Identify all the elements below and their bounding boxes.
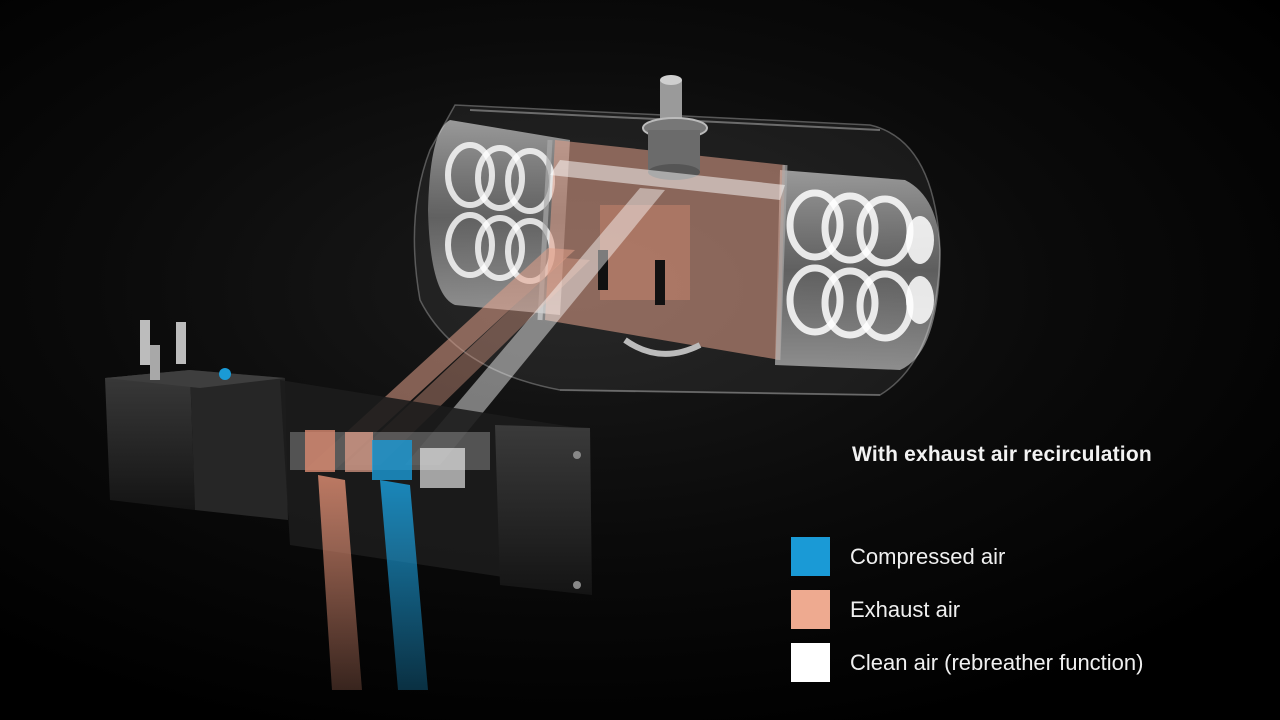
legend-item-clean-air: Clean air (rebreather function) — [791, 643, 1211, 682]
legend-label: Clean air (rebreather function) — [850, 649, 1144, 675]
outlet-pipes — [318, 475, 428, 690]
legend: Compressed air Exhaust air Clean air (re… — [791, 537, 1211, 696]
legend-item-exhaust-air: Exhaust air — [791, 590, 1211, 629]
right-spring-pack — [775, 170, 941, 370]
legend-item-compressed-air: Compressed air — [791, 537, 1211, 576]
legend-label: Exhaust air — [850, 596, 961, 622]
center-chamber — [537, 139, 788, 361]
diagram-caption: With exhaust air recirculation — [852, 443, 1152, 466]
clean-air-swatch — [791, 643, 830, 682]
compressed-air-swatch — [791, 537, 830, 576]
legend-label: Compressed air — [850, 543, 1006, 569]
exhaust-air-swatch — [791, 590, 830, 629]
actuator-shaft — [642, 75, 708, 180]
valve-spool — [290, 430, 490, 488]
